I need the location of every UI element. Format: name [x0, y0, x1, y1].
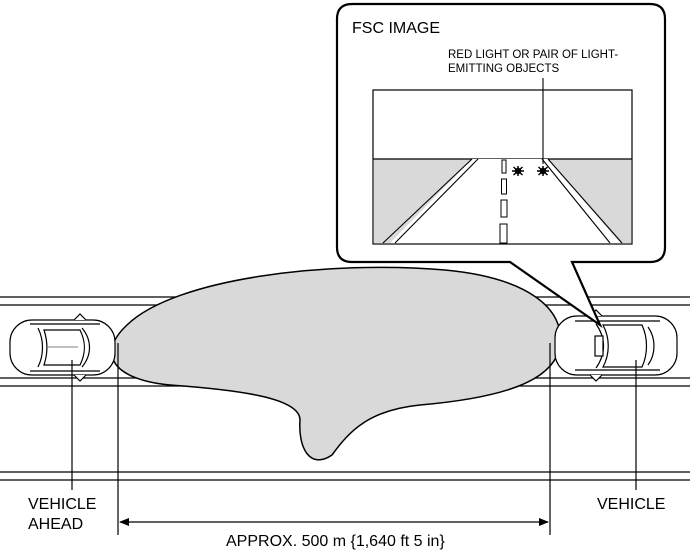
light-icon [537, 166, 549, 176]
vehicle-car [554, 309, 678, 382]
vehicle-label: VEHICLE [597, 496, 666, 513]
car-mirror-top [73, 313, 87, 321]
distance-dimension [117, 343, 551, 535]
car-mirror-bottom [73, 374, 87, 382]
fsc-lane-dash [501, 159, 507, 174]
fsc-lane-dash [501, 178, 507, 195]
detection-area [110, 266, 562, 461]
fsc-road-edge-left-inner [394, 158, 479, 244]
vehicle-ahead-label-line2: AHEAD [28, 516, 84, 533]
fsc-image [372, 78, 633, 245]
car-roof [43, 329, 86, 366]
light-annotation-line1: RED LIGHT OR PAIR OF LIGHT- [448, 49, 619, 61]
car-roof [601, 324, 648, 368]
vehicle-ahead-car [9, 313, 116, 382]
car-rear-window [647, 326, 655, 366]
car-rear-window [37, 327, 44, 368]
light-annotation-line2: EMITTING OBJECTS [448, 63, 560, 75]
distance-label: APPROX. 500 m {1,640 ft 5 in} [226, 533, 445, 550]
fsc-road-edge-right-outer [547, 158, 623, 244]
car-front-window [81, 327, 91, 368]
fsc-road-edge-right-inner [541, 158, 611, 244]
camera-unit [594, 335, 604, 357]
fsc-lane-dash [499, 223, 508, 244]
fsc-lane-dash [500, 199, 508, 218]
fsc-road-edge-left-outer [382, 158, 473, 244]
light-icon [512, 166, 524, 176]
light-emitting-objects [512, 166, 549, 176]
vehicle-ahead-label-line1: VEHICLE [28, 496, 97, 513]
leader-lines [71, 360, 637, 490]
car-mirror-bottom [589, 374, 603, 382]
fsc-image-title: FSC IMAGE [352, 20, 441, 37]
